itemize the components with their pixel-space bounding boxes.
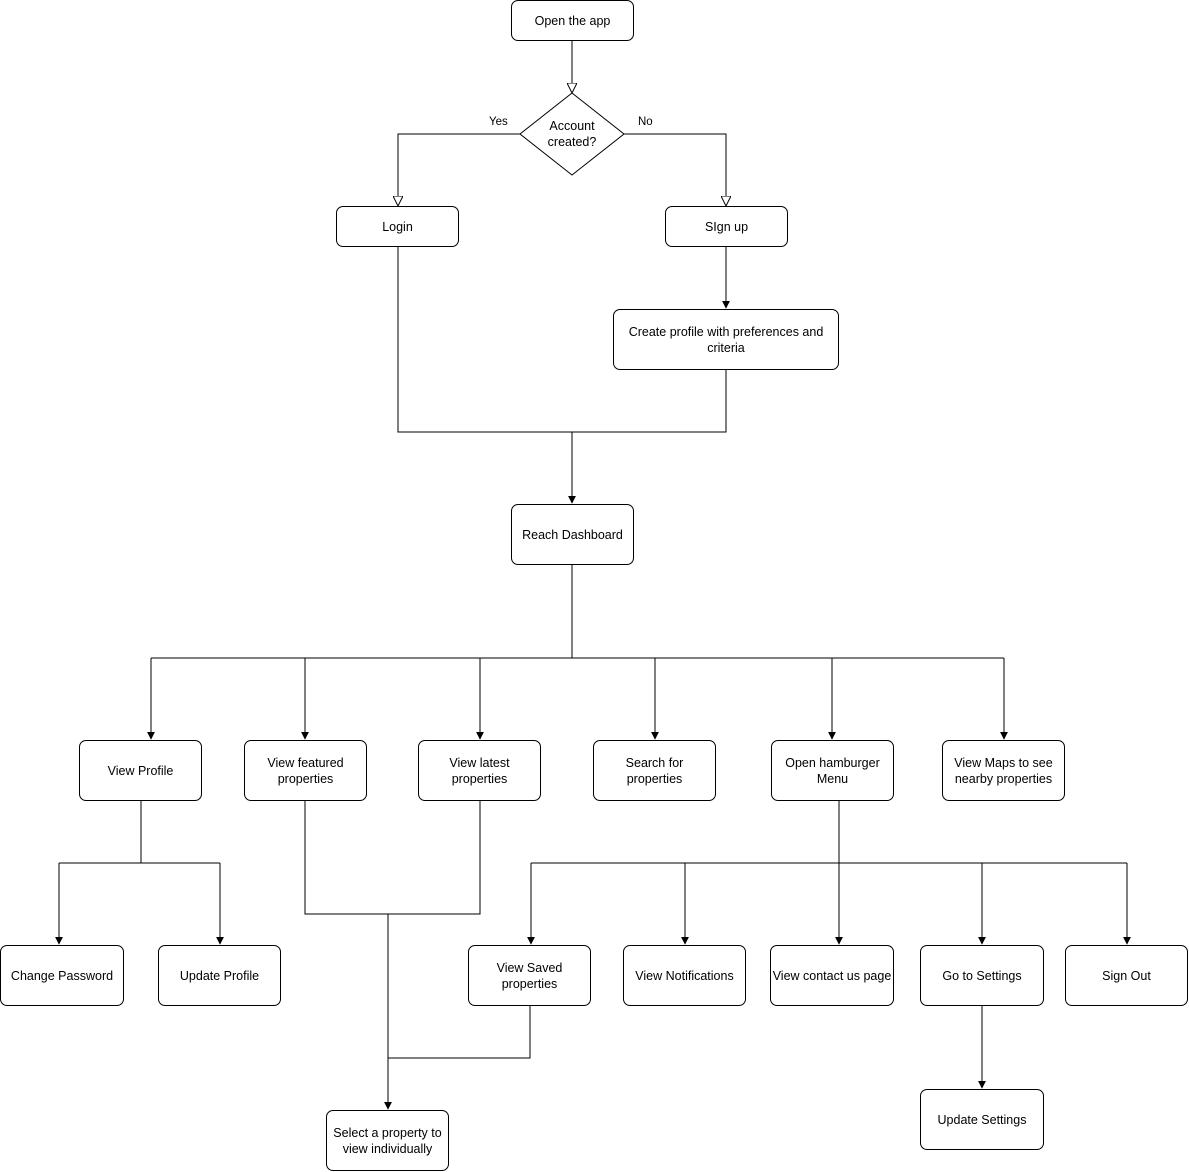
node-update-settings-label: Update Settings <box>937 1112 1027 1127</box>
node-view-saved: View Saved properties <box>468 945 591 1006</box>
node-reach-dashboard-label: Reach Dashboard <box>522 527 623 542</box>
node-update-profile-label: Update Profile <box>179 968 260 983</box>
node-open-menu: Open hamburger Menu <box>771 740 894 801</box>
node-search-properties: Search for properties <box>593 740 716 801</box>
node-select-property-label: Select a property to view individually <box>333 1125 442 1156</box>
node-view-profile: View Profile <box>79 740 202 801</box>
node-view-maps: View Maps to see nearby properties <box>942 740 1065 801</box>
node-view-notifications-label: View Notifications <box>635 968 734 983</box>
edge-label-no: No <box>637 116 654 128</box>
node-select-property: Select a property to view individually <box>326 1110 449 1171</box>
node-view-contact: View contact us page <box>770 945 894 1006</box>
decision-account-created-label: Account created? <box>547 119 597 149</box>
node-reach-dashboard: Reach Dashboard <box>511 504 634 565</box>
edge-yes-to-login <box>398 133 520 205</box>
node-view-featured: View featured properties <box>244 740 367 801</box>
node-create-profile-label: Create profile with preferences and crit… <box>628 324 824 355</box>
node-search-properties-label: Search for properties <box>625 755 684 786</box>
node-view-notifications: View Notifications <box>623 945 746 1006</box>
edge-label-yes: Yes <box>488 116 509 128</box>
decision-diamond <box>519 92 625 176</box>
node-change-password: Change Password <box>0 945 124 1006</box>
node-login-label: Login <box>382 219 413 234</box>
node-open-app: Open the app <box>511 0 634 41</box>
node-go-settings-label: Go to Settings <box>942 968 1022 983</box>
node-view-latest: View latest properties <box>418 740 541 801</box>
node-sign-up: SIgn up <box>665 206 788 247</box>
node-view-maps-label: View Maps to see nearby properties <box>954 755 1053 786</box>
node-sign-out-label: Sign Out <box>1102 968 1151 983</box>
node-view-profile-label: View Profile <box>107 763 174 778</box>
node-view-latest-label: View latest properties <box>449 755 510 786</box>
node-change-password-label: Change Password <box>10 968 114 983</box>
node-view-contact-label: View contact us page <box>772 968 892 983</box>
edge-featured-latest-merge <box>304 801 481 915</box>
node-sign-out: Sign Out <box>1065 945 1188 1006</box>
node-go-settings: Go to Settings <box>920 945 1044 1006</box>
edge-login-to-merge <box>397 247 727 433</box>
node-create-profile: Create profile with preferences and crit… <box>613 309 839 370</box>
node-login: Login <box>336 206 459 247</box>
node-update-profile: Update Profile <box>158 945 281 1006</box>
node-update-settings: Update Settings <box>920 1089 1044 1150</box>
node-open-app-label: Open the app <box>534 13 611 28</box>
edge-no-to-signup <box>624 133 726 205</box>
node-view-featured-label: View featured properties <box>267 755 344 786</box>
node-open-menu-label: Open hamburger Menu <box>785 755 880 786</box>
edge-saved-to-select <box>388 1006 531 1059</box>
node-sign-up-label: SIgn up <box>704 219 749 234</box>
node-view-saved-label: View Saved properties <box>496 960 563 991</box>
